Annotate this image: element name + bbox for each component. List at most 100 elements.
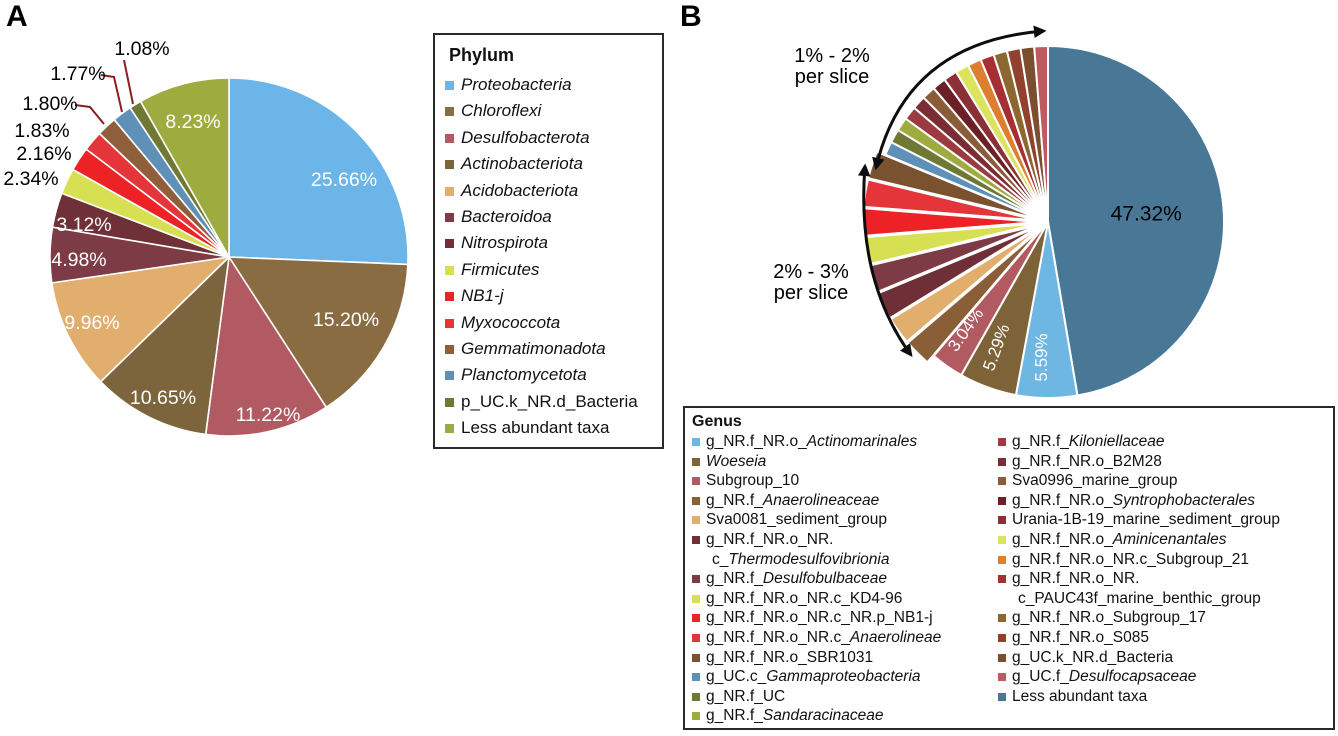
legend-item-label: p_UC.k_NR.d_Bacteria — [461, 391, 638, 411]
legend-item: g_NR.f_NR.o_Aminicenantales — [996, 530, 1331, 550]
legend-item: Subgroup_10 — [690, 471, 996, 491]
pie-slice-label: 11.22% — [236, 404, 301, 426]
pie-slice-label: 2.16% — [16, 143, 71, 165]
pie-slice-label: 15.20% — [313, 309, 379, 331]
legend-swatch — [998, 496, 1006, 505]
pie-slice — [204, 256, 328, 437]
legend-swatch — [692, 692, 700, 701]
legend-item: Planctomycetota — [445, 362, 658, 388]
pie-slice — [228, 256, 409, 409]
legend-swatch — [445, 186, 454, 196]
legend-item: g_NR.f_NR.o_S085 — [996, 628, 1331, 648]
legend-swatch — [998, 516, 1006, 525]
legend-swatch — [998, 673, 1006, 682]
legend-item: g_NR.f_NR.o_NR.c_Subgroup_21 — [996, 550, 1331, 570]
pie-slice — [99, 256, 230, 436]
legend-item: Chloroflexi — [445, 98, 658, 124]
legend-item-label: g_NR.f_ — [706, 570, 763, 588]
legend-item-label: g_NR.f_ — [1012, 433, 1069, 450]
legend-item: g_NR.f_NR.o_NR.c_Anaerolineae — [690, 628, 996, 648]
pie-slice-label: 47.32% — [1111, 203, 1182, 226]
legend-item-label: Nitrospirota — [461, 233, 548, 253]
pie-slice-label: 1.83% — [14, 120, 69, 142]
legend-item: g_NR.f_NR.o_Syntrophobacterales — [996, 491, 1331, 511]
pie-slice-label: 1.08% — [114, 38, 169, 60]
panel-a-label: A — [6, 0, 28, 33]
legend-swatch — [692, 477, 700, 486]
legend-item-label: Actinobacteriota — [461, 154, 583, 174]
legend-swatch — [998, 535, 1006, 544]
legend-item-label: Less abundant taxa — [1012, 687, 1148, 705]
label-leader-line — [100, 74, 123, 113]
legend-swatch — [998, 555, 1006, 564]
legend-item-label: Myxococcota — [461, 312, 561, 332]
legend-item: Sva0081_sediment_group — [690, 510, 996, 530]
legend-item-label: Planctomycetota — [461, 365, 587, 385]
pie-slice-label: 10.65% — [130, 387, 196, 409]
legend-item: Urania-1B-19_marine_sediment_group — [996, 510, 1331, 530]
legend-item-label: g_NR.f_UC — [706, 687, 786, 705]
legend-item-label: g_UC.f_ — [1012, 668, 1069, 686]
legend-item-label: g_NR.f_NR.o_NR.c_NR.p_NB1-j — [706, 609, 933, 627]
legend-swatch — [998, 633, 1006, 642]
legend-item-label: Anaerolineaceae — [762, 491, 880, 509]
legend-item-label: Desulfobulbaceae — [762, 570, 887, 588]
legend-item: NB1-j — [445, 283, 658, 309]
legend-swatch — [998, 614, 1006, 623]
legend-item: Actinobacteriota — [445, 151, 658, 177]
legend-item: g_NR.f_Anaerolineaceae — [690, 491, 996, 511]
pie-slice-label: 9.96% — [64, 312, 119, 334]
legend-item-label: Woeseia — [706, 452, 767, 470]
pie-slice — [139, 77, 230, 258]
annotation-1-2-percent: 1% - 2% per slice — [791, 46, 873, 88]
legend-item-label: Actinomarinales — [806, 433, 918, 450]
legend-swatch — [692, 496, 700, 505]
legend-swatch — [998, 575, 1006, 584]
label-leader-line — [123, 59, 134, 105]
legend-item-label: Desulfobacterota — [461, 127, 590, 147]
legend-item-label: Thermodesulfovibrionia — [728, 550, 890, 568]
annotation-line: 2% - 3% — [773, 261, 849, 283]
legend-swatch — [445, 133, 454, 143]
legend-swatch — [445, 371, 454, 381]
legend-item-label: g_NR.f_NR.o_NR.c_KD4-96 — [706, 589, 903, 607]
pie-slice-label: 3.12% — [56, 214, 111, 236]
pie-slice-label: 5.59% — [1032, 333, 1051, 381]
annotation-line: 1% - 2% — [794, 45, 870, 67]
legend-item-label: g_NR.f_NR.o_B2M28 — [1012, 452, 1162, 470]
legend-swatch — [692, 633, 700, 642]
annotation-2-3-percent: 2% - 3% per slice — [768, 262, 854, 304]
legend-item: Firmicutes — [445, 257, 658, 283]
legend-item: Myxococcota — [445, 310, 658, 336]
legend-item: g_NR.f_NR.o_Actinomarinales — [690, 432, 996, 452]
legend-item: g_NR.f_Kiloniellaceae — [996, 432, 1331, 452]
label-leader-line — [74, 104, 105, 125]
genus-legend-title: Genus — [692, 413, 742, 430]
legend-item: Gemmatimonadota — [445, 336, 658, 362]
legend-swatch — [998, 457, 1006, 466]
legend-item-label: Proteobacteria — [461, 75, 572, 94]
pie-slice-label: 1.80% — [22, 93, 77, 115]
legend-item-label: g_UC.c_ — [706, 668, 767, 686]
legend-item-label: g_NR.f_NR.o_ — [706, 433, 807, 450]
legend-item-label: Chloroflexi — [461, 101, 542, 121]
legend-swatch — [692, 712, 700, 721]
legend-item-label: g_NR.f_NR.o_NR. c_ — [706, 530, 834, 568]
legend-item-label: g_NR.f_NR.o_ — [1012, 530, 1113, 548]
legend-item-label: g_NR.f_NR.o_S085 — [1012, 628, 1149, 646]
legend-swatch — [445, 292, 454, 302]
pie-slice — [1047, 45, 1225, 397]
legend-item: g_UC.f_Desulfocapsaceae — [996, 667, 1331, 687]
legend-swatch — [692, 457, 700, 466]
legend-swatch — [998, 653, 1006, 662]
legend-item: g_NR.f_NR.o_NR. c_Thermodesulfovibrionia — [690, 530, 996, 569]
panel-b-label: B — [680, 0, 702, 33]
legend-swatch — [445, 424, 454, 434]
legend-item: g_NR.f_NR.o_Subgroup_17 — [996, 608, 1331, 628]
legend-item-label: Gammaproteobacteria — [766, 668, 921, 686]
legend-swatch — [692, 535, 700, 544]
